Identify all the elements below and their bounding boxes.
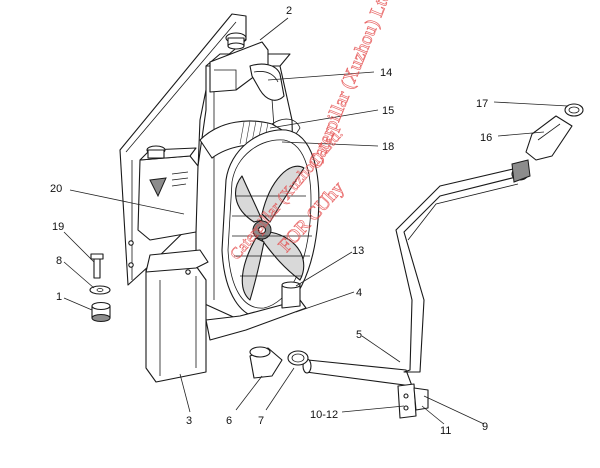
callout-13: 13 — [352, 245, 364, 257]
callout-20: 20 — [50, 183, 62, 195]
callout-16: 16 — [480, 132, 492, 144]
fan-assembly — [221, 129, 320, 319]
callout-19: 19 — [52, 221, 64, 233]
side-panel — [145, 249, 209, 383]
bolt-19 — [90, 253, 104, 279]
washer-8 — [89, 285, 111, 295]
callout-18: 18 — [382, 141, 394, 153]
drain-cylinder — [281, 281, 301, 309]
pipe-bracket — [397, 383, 429, 419]
callout-15: 15 — [382, 105, 394, 117]
callout-7: 7 — [258, 415, 264, 427]
mount-1 — [91, 301, 111, 322]
lower-pipe — [302, 159, 531, 387]
callout-1: 1 — [56, 291, 62, 303]
radiator-cap — [225, 32, 247, 50]
callout-4: 4 — [356, 287, 362, 299]
callout-5: 5 — [356, 329, 362, 341]
callout-11: 11 — [440, 425, 451, 437]
callout-3: 3 — [186, 415, 192, 427]
expansion-tank — [137, 145, 199, 241]
callout-8: 8 — [56, 255, 62, 267]
callout-9: 9 — [482, 421, 488, 433]
leader-lines — [63, 17, 569, 425]
callout-14: 14 — [380, 67, 392, 79]
clamp-7 — [287, 350, 309, 366]
hose-6 — [249, 346, 283, 379]
callout-2: 2 — [286, 5, 292, 17]
upper-hose — [249, 63, 285, 101]
callout-17: 17 — [476, 98, 488, 110]
callout-10-12: 10-12 — [310, 409, 338, 421]
clamp-17 — [564, 103, 584, 117]
callout-6: 6 — [226, 415, 232, 427]
hose-16 — [525, 115, 573, 161]
bottom-rail — [205, 299, 307, 341]
